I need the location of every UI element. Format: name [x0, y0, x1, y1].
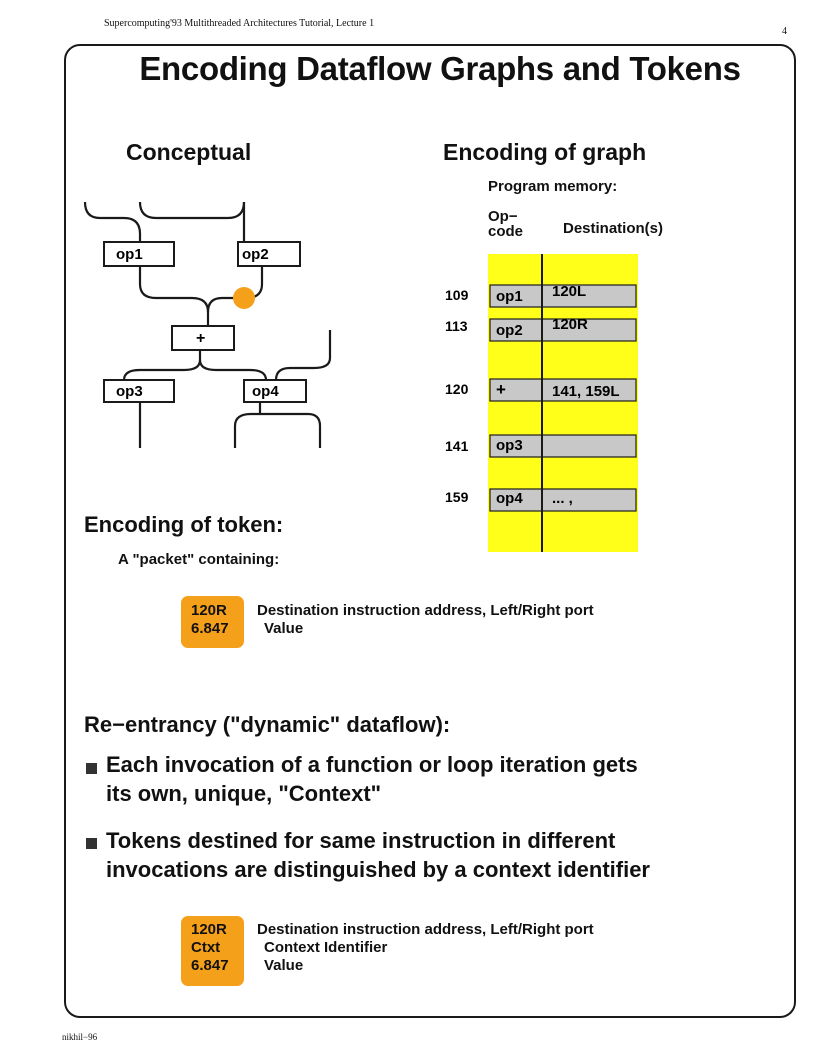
encoding-token-subheading: A "packet" containing: — [118, 551, 280, 568]
row-address: 109 — [445, 287, 469, 303]
opcode-header: Op− code — [488, 209, 523, 239]
opcode-header-line1: Op− — [488, 208, 518, 225]
row-address: 120 — [445, 381, 469, 397]
bullet-square — [86, 763, 97, 774]
node-op4-label: op4 — [252, 383, 279, 400]
bullet-1-line2: its own, unique, "Context" — [106, 781, 382, 806]
token-value-desc: Value — [264, 620, 304, 637]
token-dot — [233, 287, 255, 309]
destination-header: Destination(s) — [563, 220, 664, 237]
program-memory-label: Program memory: — [488, 178, 618, 195]
node-plus-label: + — [196, 330, 205, 347]
row-destination: 120L — [552, 283, 586, 300]
node-op3-label: op3 — [116, 383, 143, 400]
context-value-desc: Value — [264, 957, 304, 974]
header-lecture-title: Supercomputing'93 Multithreaded Architec… — [104, 18, 375, 29]
token-destination-field: 120R — [191, 602, 227, 619]
memory-row: 113 op2 120R — [445, 316, 637, 342]
node-op3 — [103, 379, 175, 403]
memory-row: 109 op1 120L — [445, 283, 637, 308]
node-op2 — [237, 241, 301, 267]
slide-title: Encoding Dataflow Graphs and Tokens — [139, 50, 741, 87]
slide-frame — [64, 44, 796, 1018]
footer-author: nikhil−96 — [62, 1032, 98, 1042]
bullet-2-line1: Tokens destined for same instruction in … — [106, 828, 616, 853]
memory-row: 141 op3 — [445, 434, 637, 458]
node-op1 — [103, 241, 175, 267]
bullet-2-text: Tokens destined for same instruction in … — [106, 826, 650, 884]
row-opcode: op4 — [496, 490, 523, 507]
token-destination-desc: Destination instruction address, Left/Ri… — [257, 602, 594, 619]
context-ctxt-field: Ctxt — [191, 939, 221, 956]
node-plus — [171, 325, 235, 351]
node-op1-label: op1 — [116, 246, 143, 263]
row-opcode: op3 — [496, 437, 523, 454]
row-opcode: op1 — [496, 288, 523, 305]
context-destination-desc: Destination instruction address, Left/Ri… — [257, 921, 594, 938]
page-number: 4 — [782, 26, 787, 37]
encoding-graph-heading: Encoding of graph — [443, 139, 647, 165]
row-address: 141 — [445, 438, 469, 454]
bullet-1-line1: Each invocation of a function or loop it… — [106, 752, 638, 777]
encoding-token-heading: Encoding of token: — [84, 512, 284, 537]
context-identifier-desc: Context Identifier — [264, 939, 388, 956]
row-destination: 141, 159L — [552, 383, 620, 400]
row-destination: 120R — [552, 316, 588, 333]
row-address: 113 — [445, 318, 468, 334]
token-packet-descriptions: Destination instruction address, Left/Ri… — [257, 602, 594, 638]
context-packet-fields: 120R Ctxt 6.847 — [191, 921, 229, 975]
conceptual-heading: Conceptual — [126, 139, 252, 165]
token-packet-fields: 120R 6.847 — [191, 602, 229, 638]
bullet-1-text: Each invocation of a function or loop it… — [106, 750, 638, 808]
opcode-header-line2: code — [488, 223, 524, 240]
row-address: 159 — [445, 489, 469, 505]
row-destination: ... , — [552, 490, 573, 507]
context-value-field: 6.847 — [191, 957, 229, 974]
memory-row: 120 + 141, 159L — [445, 378, 637, 402]
context-packet-descriptions: Destination instruction address, Left/Ri… — [257, 921, 594, 975]
reentrancy-heading: Re−entrancy ("dynamic" dataflow): — [84, 712, 451, 737]
row-opcode: + — [496, 380, 506, 399]
node-op4 — [243, 379, 307, 403]
token-packet-box — [181, 596, 244, 648]
memory-row: 159 op4 ... , — [445, 488, 637, 512]
conceptual-graph: op1 op2 + op3 op4 — [83, 201, 332, 448]
graph-arcs — [83, 201, 332, 448]
node-op2-label: op2 — [242, 246, 269, 263]
bullet-2-line2: invocations are distinguished by a conte… — [106, 857, 650, 882]
token-value-field: 6.847 — [191, 620, 229, 637]
context-packet-box — [181, 916, 244, 986]
row-opcode: op2 — [496, 322, 523, 339]
context-destination-field: 120R — [191, 921, 227, 938]
bullet-square — [86, 838, 97, 849]
program-memory-table: 109 op1 120L 113 op2 120R 120 + 141, 159… — [445, 254, 638, 552]
